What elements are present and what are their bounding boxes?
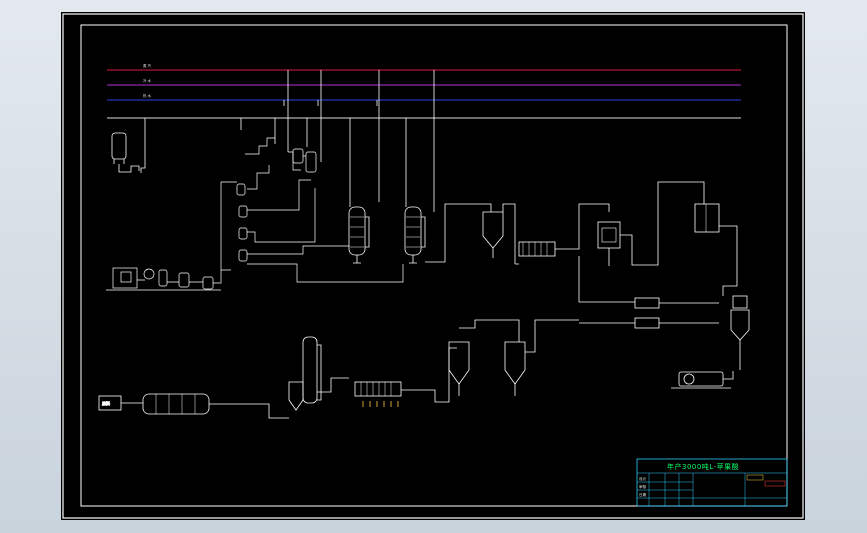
left-box-label: 原料 [102,400,110,406]
header-drops [140,70,435,212]
seed-train [220,137,404,283]
title-block-tag-a-box [746,474,764,481]
title-block-row-1: 审核 [639,484,647,489]
fermenter-1 [348,206,370,264]
title-block-tag-b-box [764,480,786,487]
process-flow-diagram: 蒸 汽 冷 水 热 水 [62,13,804,519]
drawing-sheet: 蒸 汽 冷 水 热 水 [61,12,805,520]
inner-border [80,24,788,507]
fermenter-2 [404,206,426,264]
bottom-train: 原料 [98,319,579,419]
title-block-row-2: 日期 [639,492,647,497]
title-block-row-0: 设计 [639,476,647,481]
utility-label-1: 冷 水 [143,78,151,83]
outer-border [62,13,804,519]
utility-lines: 蒸 汽 冷 水 热 水 [107,63,741,119]
utility-label-0: 蒸 汽 [143,63,151,68]
title-block: 年产3000吨L-苹果酸 设计 审核 日期 [636,458,788,507]
title-block-title: 年产3000吨L-苹果酸 [667,462,739,471]
title-block-frame [636,458,788,507]
aux-cluster [106,267,222,291]
utility-label-2: 热 水 [143,93,151,98]
ion-exchange-markers [362,401,399,407]
right-column [578,256,750,389]
raw-tank [111,132,140,173]
downstream-top [425,181,738,296]
